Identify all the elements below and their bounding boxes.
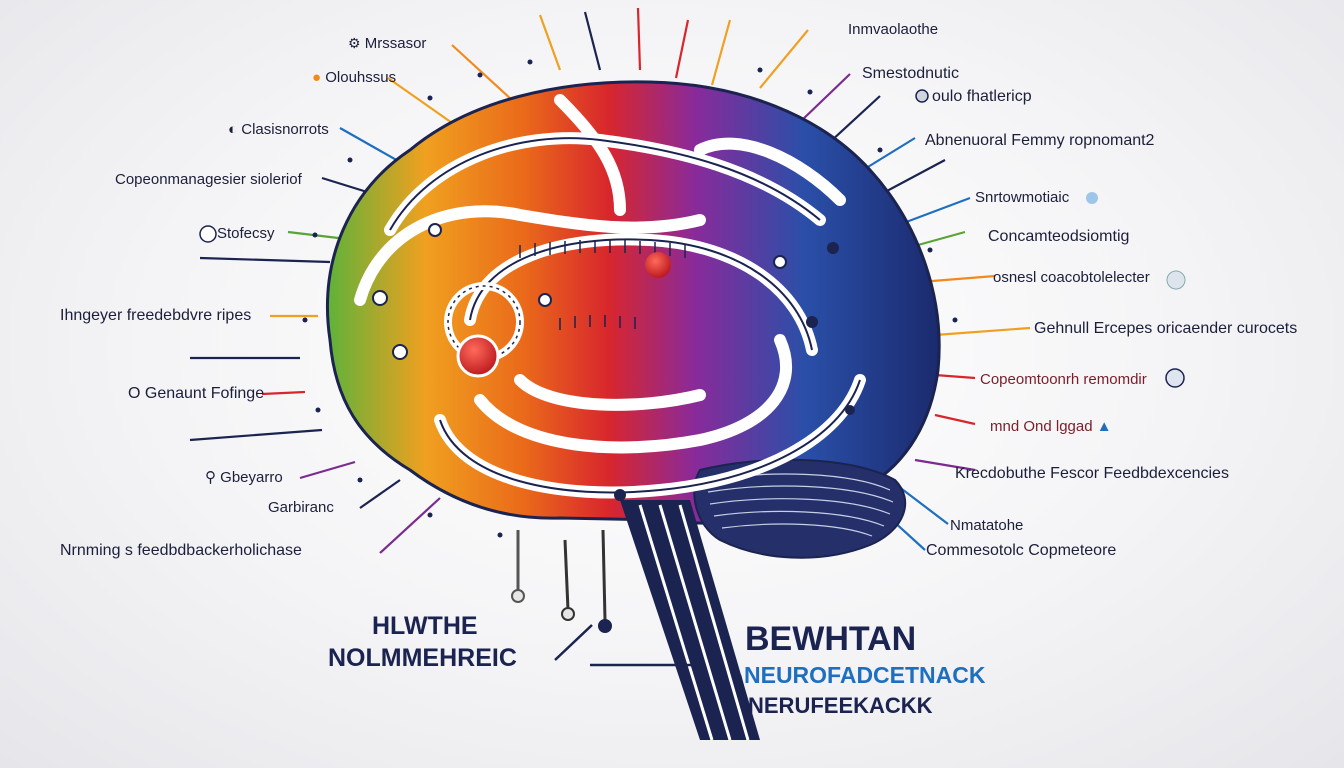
label-left-3: ◐ Clasisnorrots	[228, 122, 329, 137]
label-left-2: ● Olouhssus	[312, 70, 396, 85]
label-left-8: ⚲ Gbeyarro	[205, 470, 283, 485]
title-right-line-1: BEWHTAN	[745, 622, 916, 656]
label-left-5: ◯ Stofecsy	[196, 226, 275, 241]
title-left-line-2: NOLMMEHREIC	[328, 646, 517, 671]
label-right-8: Gehnull Ercepes oricaender curocets	[1034, 321, 1297, 337]
label-right-3: oulo fhatlericp	[932, 89, 1032, 105]
label-right-13: Commesotolc Copmeteore	[926, 543, 1116, 559]
label-right-6: Concamteodsiomtig	[988, 229, 1129, 245]
label-right-11: Krecdobuthe Fescor Feedbdexcencies	[955, 466, 1229, 482]
title-right-line-2: NEUROFADCETNACK	[744, 664, 986, 687]
label-left-1: ⚙ Mrssasor	[348, 36, 426, 51]
hanging-electrodes	[512, 530, 612, 633]
label-right-1: Inmvaolaothe	[848, 22, 938, 37]
label-right-7: osnesl coacobtolelecter	[993, 270, 1150, 285]
probe-icon: ●	[312, 69, 321, 86]
label-right-4: Abnenuoral Femmy ropnomant2	[925, 133, 1154, 149]
gear-icon: ⚙	[348, 35, 361, 51]
label-right-2: Smestodnutic	[862, 66, 959, 82]
label-left-6: Ihngeyer freedebdvre ripes	[60, 308, 251, 324]
label-left-9: Garbiranc	[268, 500, 334, 515]
label-right-12: Nmatatohe	[950, 518, 1023, 533]
label-right-10: mnd Ond lggad ▲	[990, 419, 1112, 434]
title-left-line-1: HLWTHE	[372, 614, 478, 639]
title-right-line-3: NERUFEEKACKK	[748, 695, 933, 717]
cursor-icon: ▲	[1097, 418, 1112, 435]
pin-icon: ⚲	[205, 469, 216, 486]
label-left-7: O Genaunt Fofinge	[128, 386, 264, 402]
label-left-10: Nrnming s feedbdbackerholichase	[60, 543, 302, 559]
c-icon: ◐	[228, 121, 237, 138]
label-right-9: Copeomtoonrh remomdir	[980, 372, 1147, 387]
label-right-5: Snrtowmotiaic	[975, 190, 1069, 205]
label-left-4: Copeonmanagesier sioleriof	[115, 172, 302, 187]
